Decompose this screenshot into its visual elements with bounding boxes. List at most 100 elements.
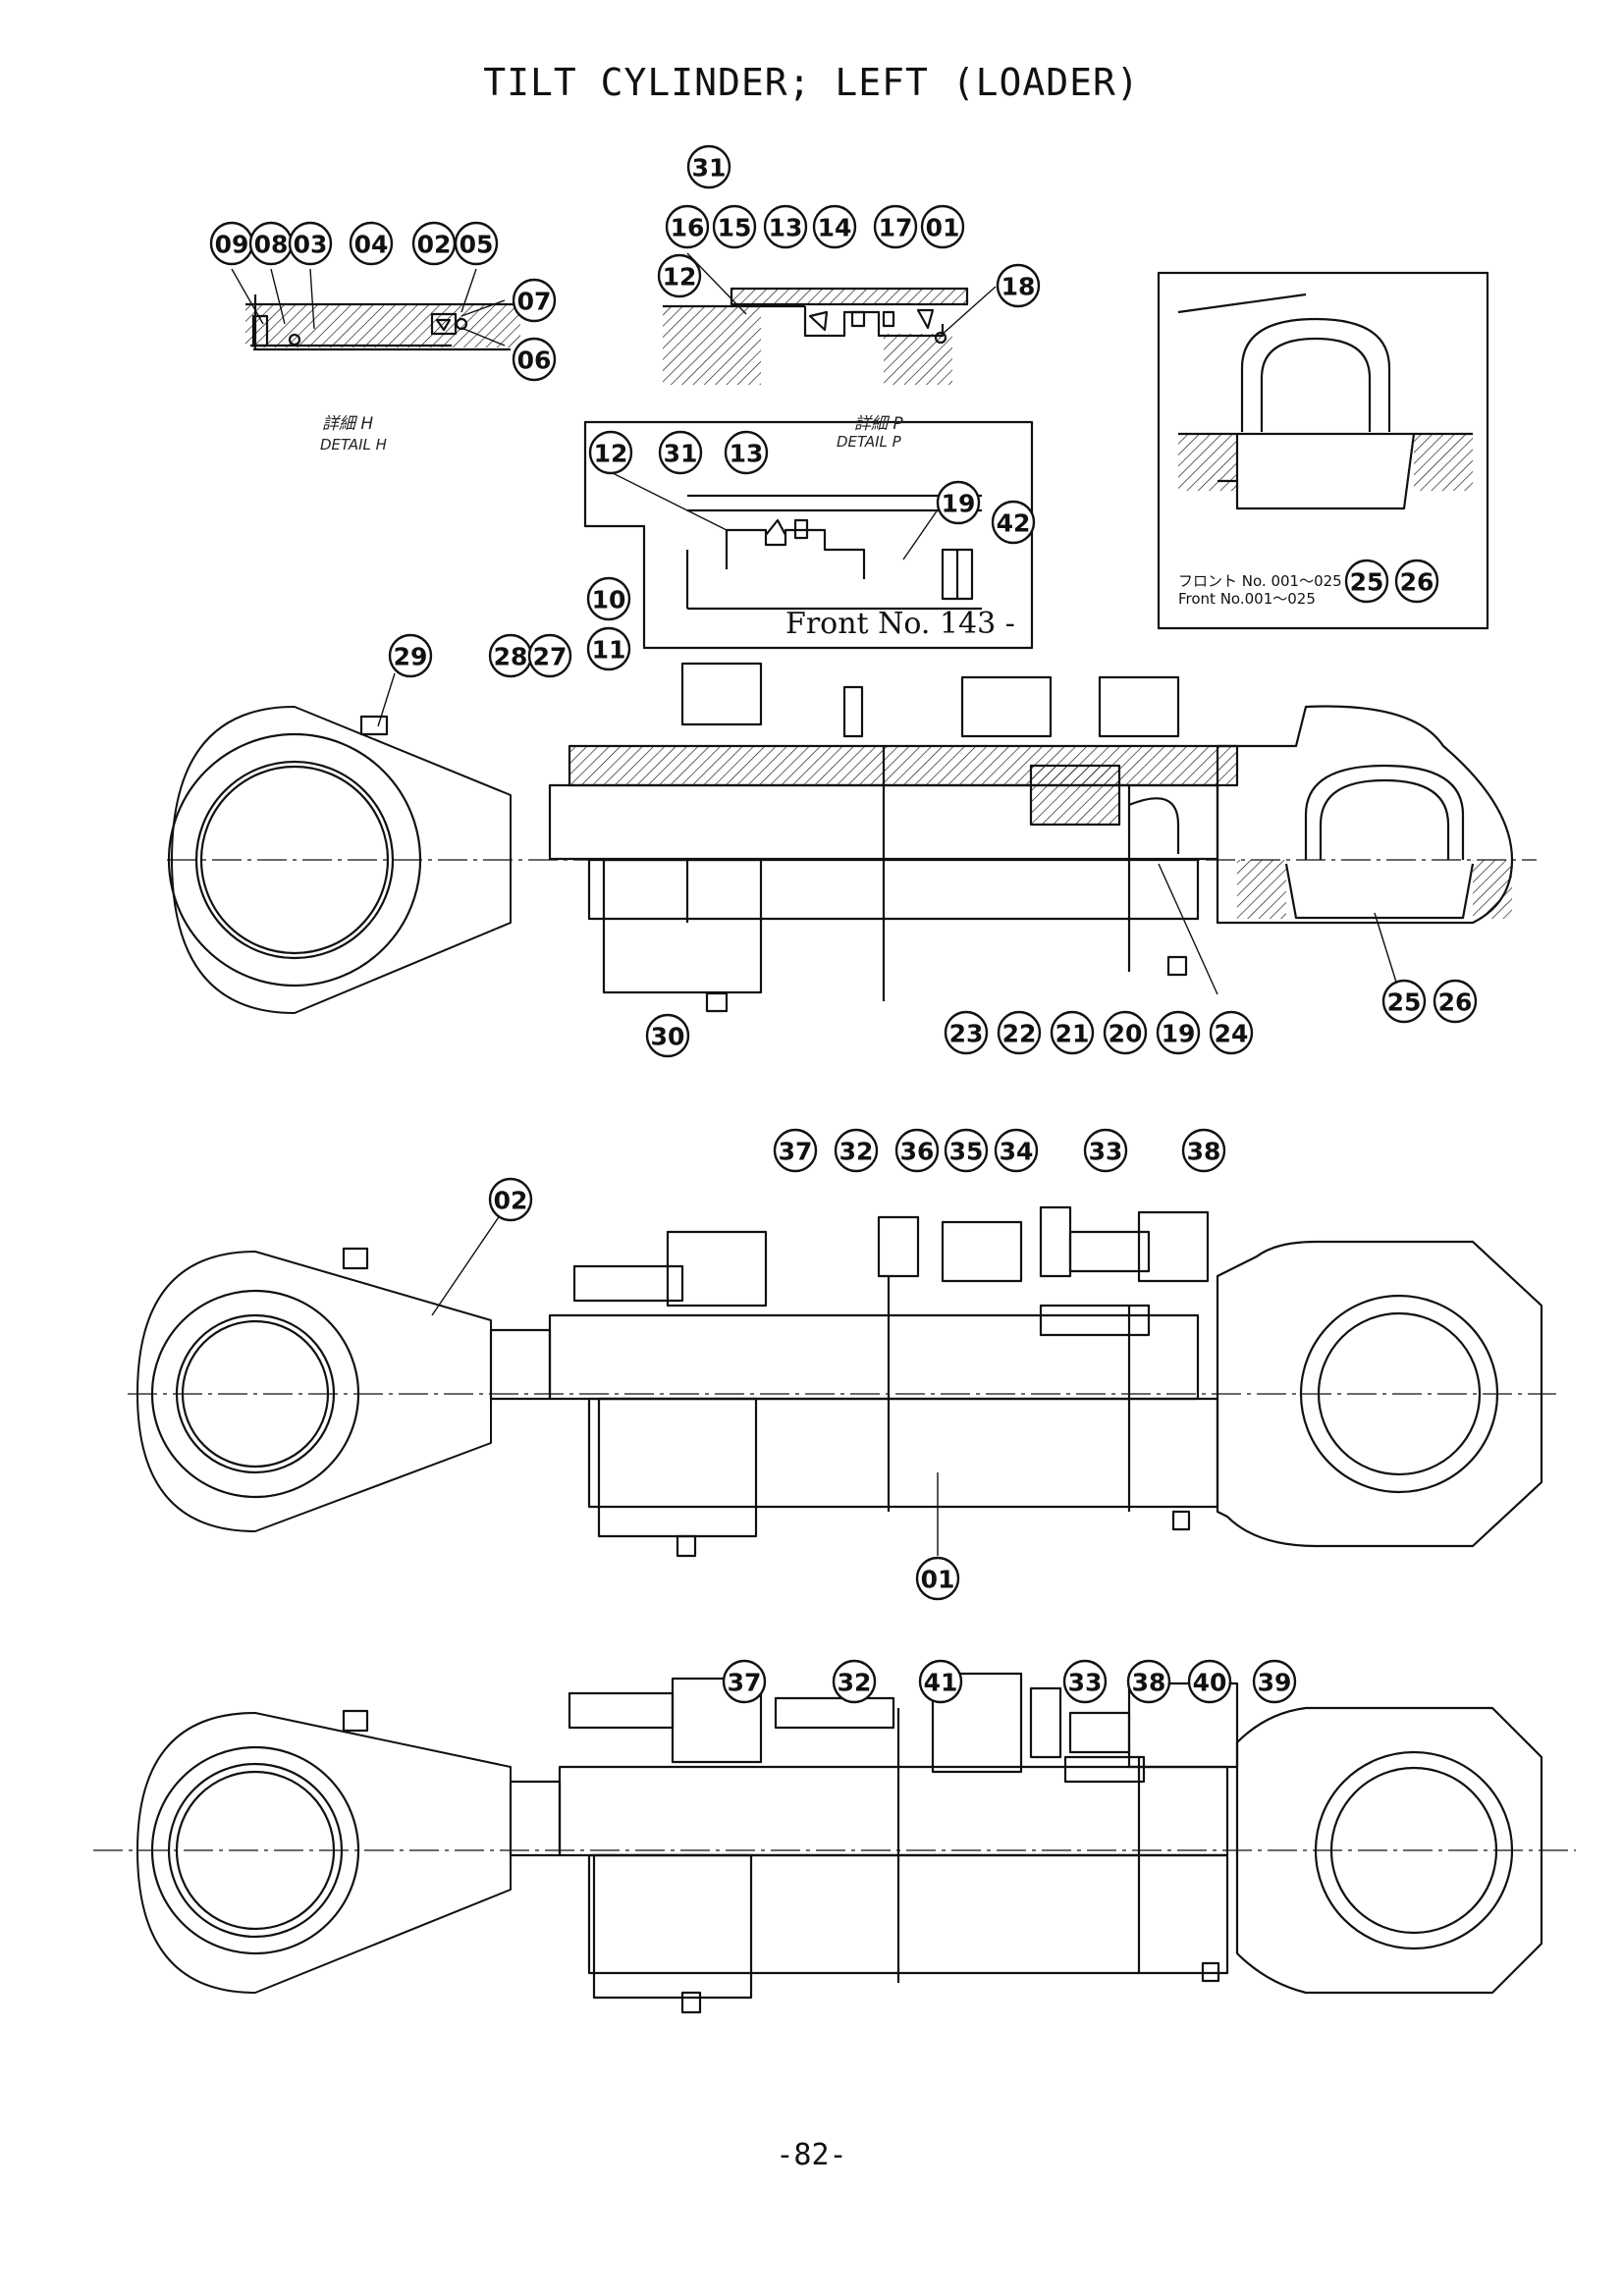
callout-circle — [936, 480, 981, 525]
callout-number: 25 — [1387, 988, 1422, 1017]
callout-number: 35 — [949, 1138, 984, 1166]
callout-view1-22: 22 — [997, 1010, 1042, 1055]
callout-number: 31 — [692, 154, 727, 183]
callout-number: 34 — [1000, 1138, 1034, 1166]
callout-circle — [657, 253, 702, 298]
callout-circle — [712, 204, 757, 249]
callout-detail-p-top-01: 01 — [920, 204, 965, 249]
callout-circle — [512, 337, 557, 382]
callout-number: 25 — [1350, 568, 1384, 597]
callout-number: 11 — [592, 636, 626, 665]
callout-number: 19 — [942, 490, 976, 518]
callout-circle — [658, 430, 703, 475]
callout-number: 04 — [354, 231, 389, 259]
callout-view1-25: 25 — [1381, 979, 1427, 1024]
callout-view3-32: 32 — [832, 1659, 877, 1704]
detail-h-label-ja: 詳細 H — [322, 414, 373, 434]
callout-number: 33 — [1068, 1669, 1103, 1697]
callout-circle — [1103, 1010, 1148, 1055]
callout-detail-h-05: 05 — [454, 221, 499, 266]
callout-number: 37 — [728, 1669, 762, 1697]
callout-number: 32 — [838, 1669, 872, 1697]
callout-number: 13 — [769, 214, 803, 242]
callout-end-box-25: 25 — [1344, 559, 1389, 604]
callout-detail-p-top-15: 15 — [712, 204, 757, 249]
detail-p-label-en: DETAIL P — [837, 433, 902, 451]
callout-view2-37: 37 — [773, 1128, 818, 1173]
callout-circle — [1394, 559, 1439, 604]
callout-number: 30 — [651, 1023, 685, 1051]
callout-detail-p-top-12: 12 — [657, 253, 702, 298]
callout-circle — [894, 1128, 940, 1173]
callout-view2-38: 38 — [1181, 1128, 1226, 1173]
callout-circle — [288, 221, 333, 266]
callout-circle — [588, 430, 633, 475]
detail-p-drawing — [663, 287, 969, 385]
callout-view1-30: 30 — [645, 1013, 690, 1058]
callout-number: 37 — [779, 1138, 813, 1166]
callout-number: 07 — [517, 288, 552, 316]
callout-circle — [527, 633, 572, 678]
callout-view3-41: 41 — [918, 1659, 963, 1704]
callout-detail-h-03: 03 — [288, 221, 333, 266]
page-title: TILT CYLINDER; LEFT (LOADER) — [483, 61, 1140, 104]
callout-circle — [996, 263, 1041, 308]
callout-number: 41 — [924, 1669, 958, 1697]
cylinder-external-view-2 — [93, 1672, 1576, 2014]
callout-number: 26 — [1400, 568, 1434, 597]
callout-view1-29: 29 — [388, 633, 433, 678]
callout-number: 38 — [1132, 1669, 1166, 1697]
callout-detail-p-top-18: 18 — [996, 263, 1041, 308]
callout-circle — [1433, 979, 1478, 1024]
callout-detail-h-06: 06 — [512, 337, 557, 382]
callout-circle — [1209, 1010, 1254, 1055]
callout-view3-38: 38 — [1126, 1659, 1171, 1704]
callout-circle — [488, 1177, 533, 1222]
callout-view1-28: 28 — [488, 633, 533, 678]
callout-circle — [991, 500, 1036, 545]
callout-detail-p-box-13: 13 — [724, 430, 769, 475]
callout-number: 27 — [533, 643, 568, 671]
callout-circle — [1156, 1010, 1201, 1055]
callout-number: 09 — [215, 231, 249, 259]
callout-number: 12 — [663, 263, 697, 292]
callout-circle — [994, 1128, 1039, 1173]
callout-detail-p-box-19: 19 — [936, 480, 981, 525]
callout-view3-33: 33 — [1062, 1659, 1108, 1704]
callout-detail-h-07: 07 — [512, 278, 557, 323]
callout-detail-p-box-42: 42 — [991, 500, 1036, 545]
callout-view3-37: 37 — [722, 1659, 767, 1704]
callout-circle — [1083, 1128, 1128, 1173]
callout-view1-24: 24 — [1209, 1010, 1254, 1055]
callout-number: 31 — [664, 440, 698, 468]
callout-number: 02 — [417, 231, 452, 259]
callout-detail-p-box-31: 31 — [658, 430, 703, 475]
callout-view2-34: 34 — [994, 1128, 1039, 1173]
callout-circle — [763, 204, 808, 249]
callout-circle — [349, 221, 394, 266]
callout-number: 03 — [294, 231, 328, 259]
callout-view2-32: 32 — [834, 1128, 879, 1173]
callout-view1-21: 21 — [1050, 1010, 1095, 1055]
callout-number: 13 — [730, 440, 764, 468]
serial-note-ja: フロント No. 001〜025 — [1178, 572, 1342, 590]
callout-number: 40 — [1193, 1669, 1227, 1697]
detail-p-label-ja: 詳細 P — [854, 414, 903, 434]
callout-number: 15 — [718, 214, 752, 242]
callout-circle — [834, 1128, 879, 1173]
detail-h-label-en: DETAIL H — [320, 436, 387, 454]
callout-number: 01 — [926, 214, 960, 242]
callout-number: 20 — [1109, 1020, 1143, 1048]
cylinder-external-view-1 — [128, 1205, 1556, 1558]
callout-view1-26: 26 — [1433, 979, 1478, 1024]
callout-number: 24 — [1215, 1020, 1249, 1048]
callout-circle — [997, 1010, 1042, 1055]
callout-end-box-26: 26 — [1394, 559, 1439, 604]
callout-view2-02: 02 — [488, 1177, 533, 1222]
callout-detail-p-top-16: 16 — [665, 204, 710, 249]
detail-h-drawing — [245, 294, 520, 351]
callout-number: 38 — [1187, 1138, 1221, 1166]
callout-number: 28 — [494, 643, 528, 671]
